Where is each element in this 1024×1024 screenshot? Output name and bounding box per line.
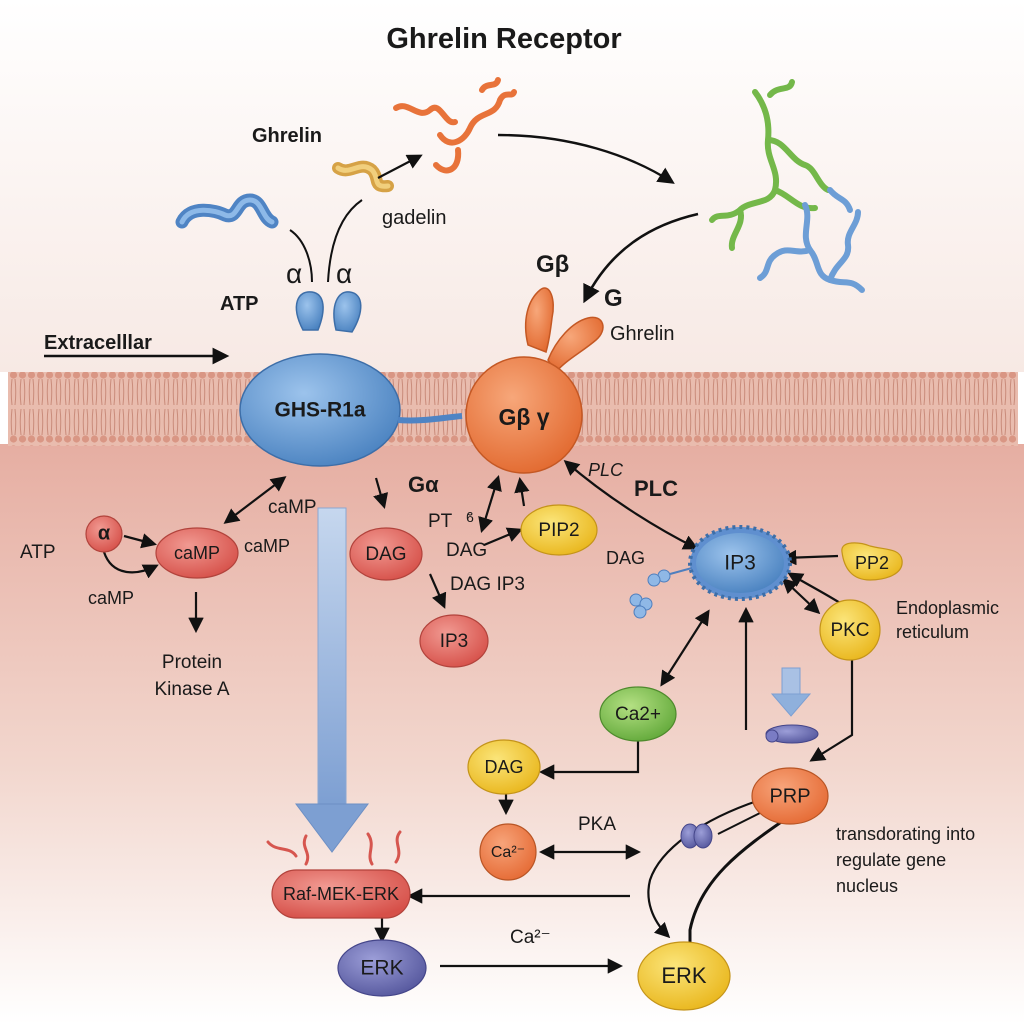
ion-cluster <box>629 567 693 619</box>
ghrelin-right-label: Ghrelin <box>610 323 674 345</box>
raf-mek-erk-label: Raf-MEK-ERK <box>283 884 399 904</box>
ghrelin-chain-green <box>709 79 831 251</box>
arrow-dag-pip2 <box>483 527 523 547</box>
pka-label: PKA <box>578 814 616 835</box>
alpha-node: α <box>85 515 123 553</box>
camp-node: caMP <box>155 527 239 579</box>
ip3-er-node: IP3 <box>688 525 792 601</box>
prp-erk-link <box>688 814 791 944</box>
arrow-alpha-loop <box>102 551 159 579</box>
plc-bold-label: PLC <box>634 476 678 501</box>
pp2-label: PP2 <box>855 553 889 573</box>
arrow-ip3-ca2 <box>660 609 710 687</box>
raf-squiggles <box>266 830 402 866</box>
pip2-node: PIP2 <box>520 504 598 556</box>
g-alpha-label: Gα <box>408 472 439 497</box>
arrow-gprotein-ip3 <box>563 459 699 550</box>
er-label-line1: Endoplasmic <box>896 598 999 618</box>
pkc-label: PKC <box>830 620 869 641</box>
ca-orange-node: Ca²⁻ <box>479 823 537 881</box>
dag-side-label: DAG <box>606 548 645 568</box>
ca-orange-label: Ca²⁻ <box>491 844 525 861</box>
pka-channel <box>680 823 713 849</box>
ip3-red-label: IP3 <box>440 631 469 652</box>
gadelin-label: gadelin <box>382 207 447 229</box>
translocation-line3: nucleus <box>836 876 898 896</box>
erk-purple-node: ERK <box>337 939 427 997</box>
gadelin-peptide-yellow <box>332 160 394 193</box>
protein-kinase-line1: Protein <box>162 652 222 673</box>
arrow-ghrelin-to-chains <box>497 133 675 184</box>
ca2-node: Ca2+ <box>599 686 677 742</box>
alpha-right-label: α <box>336 258 352 289</box>
g-top-label: G <box>604 285 623 312</box>
extracellular-label: Extracelllar <box>44 332 152 354</box>
prp-label: PRP <box>769 785 810 807</box>
pp2-node: PP2 <box>841 542 903 581</box>
arrow-gprotein-pip2-pt <box>478 475 502 533</box>
protein-kinase-line2: Kinase A <box>155 679 230 700</box>
ligand-line-left <box>289 229 313 283</box>
atp-top-label: ATP <box>220 293 259 315</box>
ca2-label: Ca2+ <box>615 704 661 725</box>
g-beta-gamma-protein: Gβ γ <box>465 287 604 474</box>
ligand-line-right <box>327 199 363 283</box>
camp-bottom-label: caMP <box>88 588 134 608</box>
erk-yellow-node: ERK <box>637 941 731 1011</box>
extracellular-space <box>0 0 1024 372</box>
arrow-dag-ip3 <box>428 573 447 609</box>
raf-mek-erk-node: Raf-MEK-ERK <box>271 869 411 919</box>
alpha-left-label: α <box>286 258 302 289</box>
ghrelin-chain-blue <box>757 187 865 293</box>
ghs-r1a-receptor: GHS-R1a <box>239 291 463 467</box>
big-signal-arrow <box>295 507 369 853</box>
pip2-label: PIP2 <box>538 520 579 541</box>
arrow-alpha-camp <box>123 533 157 549</box>
pt-label: PT <box>428 511 453 532</box>
arrow-receptor-dag <box>373 477 389 509</box>
arrow-chains-to-gprotein <box>583 212 699 304</box>
ca-bottom-label: Ca²⁻ <box>510 927 551 948</box>
ghrelin-chain-orange <box>393 77 517 174</box>
arrow-pkc-prp <box>809 656 854 762</box>
arrow-pp2-ip3 <box>780 549 839 566</box>
ghrelin-top-label: Ghrelin <box>252 125 322 147</box>
g-beta-gamma-label: Gβ γ <box>498 404 549 430</box>
pka-prp-link <box>717 811 763 835</box>
camp-right-label: caMP <box>244 536 290 556</box>
alpha-node-label: α <box>98 522 111 544</box>
dag-yellow-label: DAG <box>484 757 523 777</box>
ghs-r1a-label: GHS-R1a <box>274 399 365 422</box>
ip3-er-label: IP3 <box>724 552 756 575</box>
translocation-line1: transdorating into <box>836 824 975 844</box>
arrow-receptor-camp <box>223 476 287 524</box>
dag-red-node: DAG <box>349 527 423 581</box>
erk-purple-label: ERK <box>360 957 403 980</box>
pkc-node: PKC <box>819 599 881 661</box>
camp-node-label: caMP <box>174 543 220 563</box>
translocation-line2: regulate gene <box>836 850 946 870</box>
arrow-ca2-dag <box>538 740 640 780</box>
er-channel <box>765 724 819 744</box>
atp-left-label: ATP <box>20 542 56 563</box>
arrow-prp-erk <box>647 798 761 939</box>
ghrelin-peptide-blue <box>175 193 279 229</box>
erk-yellow-label: ERK <box>661 963 707 988</box>
prp-node: PRP <box>751 767 829 825</box>
g-beta-top-label: Gβ <box>536 251 569 278</box>
dag-mid-label: DAG <box>446 540 487 561</box>
er-label-line2: reticulum <box>896 622 969 642</box>
arrow-gadelin-to-ghrelin <box>377 154 423 179</box>
dag-ip3-label: DAG IP3 <box>450 574 525 595</box>
arrow-pip2-gprotein <box>514 476 530 507</box>
ip3-red-node: IP3 <box>419 614 489 668</box>
small-signal-arrow <box>770 667 812 717</box>
camp-top-label: caMP <box>268 497 317 518</box>
dag-yellow-node: DAG <box>467 739 541 795</box>
plc-italic-label: PLC <box>588 460 624 480</box>
pt-mark: ϐ <box>466 509 474 525</box>
diagram-title: Ghrelin Receptor <box>386 23 621 55</box>
dag-red-label: DAG <box>365 544 406 565</box>
